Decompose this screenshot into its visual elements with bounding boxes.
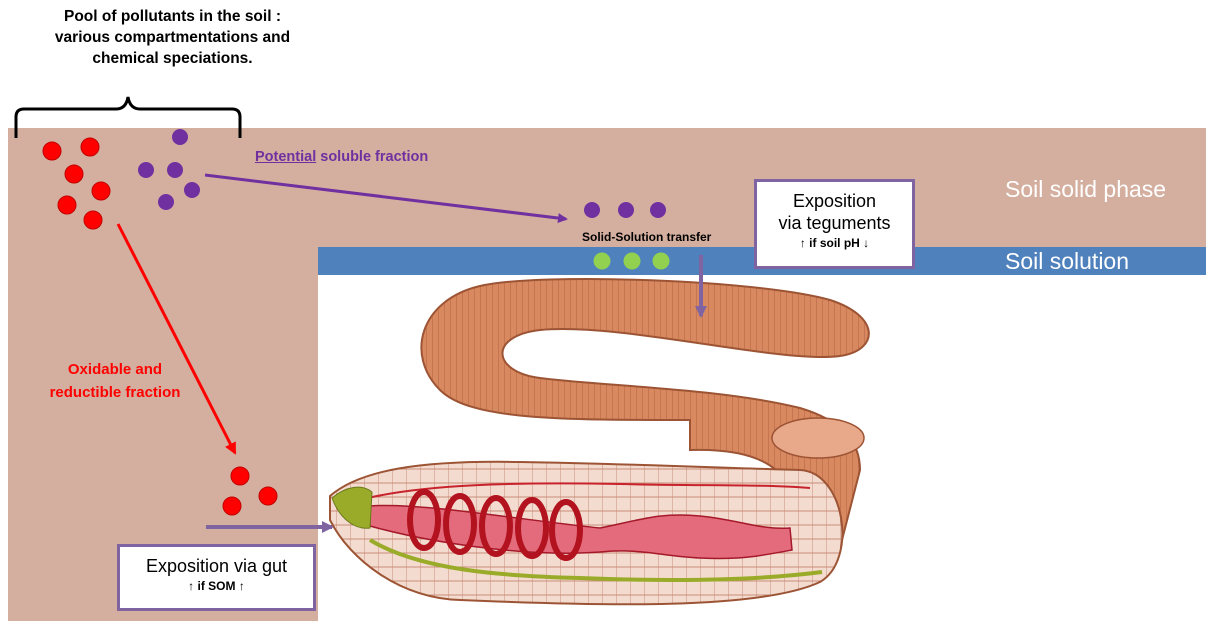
green-pollutant-group <box>594 253 670 270</box>
soluble-fraction-label: Potential soluble fraction <box>255 149 428 165</box>
tegument-box-line-1: Exposition <box>757 190 912 212</box>
red-pollutant <box>43 142 61 160</box>
title-line-1: Pool of pollutants in the soil : <box>0 6 345 27</box>
purple-pollutant <box>138 162 154 178</box>
tegument-exposition-box: Exposition via teguments ↑ if soil pH ↓ <box>754 179 915 269</box>
purple-pollutant <box>584 202 600 218</box>
gut-box-condition: ↑ if SOM ↑ <box>120 577 313 595</box>
purple-pollutant-group <box>584 202 666 218</box>
worm-tail-end <box>772 418 864 458</box>
red-pollutant <box>65 165 83 183</box>
oxidable-fraction-label: Oxidable and reductible fraction <box>20 358 210 404</box>
solid-solution-transfer-label: Solid-Solution transfer <box>582 230 711 244</box>
green-pollutant <box>624 253 641 270</box>
earthworm-illustration <box>330 279 869 604</box>
purple-pollutant <box>172 129 188 145</box>
gut-exposition-box: Exposition via gut ↑ if SOM ↑ <box>117 544 316 611</box>
title-line-2: various compartmentations and <box>0 27 345 48</box>
purple-pollutant <box>158 194 174 210</box>
red-pollutant <box>84 211 102 229</box>
tegument-box-condition: ↑ if soil pH ↓ <box>757 234 912 252</box>
gut-box-line-1: Exposition via gut <box>120 555 313 577</box>
oxidable-label-line-2: reductible fraction <box>20 381 210 404</box>
red-pollutant <box>92 182 110 200</box>
green-pollutant <box>594 253 611 270</box>
red-pollutant <box>231 467 249 485</box>
soil-solid-phase-label: Soil solid phase <box>1005 176 1166 203</box>
soluble-label-rest: soluble fraction <box>316 149 428 165</box>
green-pollutant <box>653 253 670 270</box>
title-line-3: chemical speciations. <box>0 48 345 69</box>
purple-pollutant <box>650 202 666 218</box>
red-pollutant <box>58 196 76 214</box>
red-pollutant <box>223 497 241 515</box>
oxidable-label-line-1: Oxidable and <box>20 358 210 381</box>
red-pollutant <box>81 138 99 156</box>
purple-pollutant <box>184 182 200 198</box>
red-pollutant <box>259 487 277 505</box>
soluble-label-underlined: Potential <box>255 149 316 165</box>
purple-pollutant <box>167 162 183 178</box>
soil-solution-label: Soil solution <box>1005 248 1129 275</box>
pollutant-pool-title: Pool of pollutants in the soil : various… <box>0 6 345 69</box>
purple-pollutant <box>618 202 634 218</box>
tegument-box-line-2: via teguments <box>757 212 912 234</box>
